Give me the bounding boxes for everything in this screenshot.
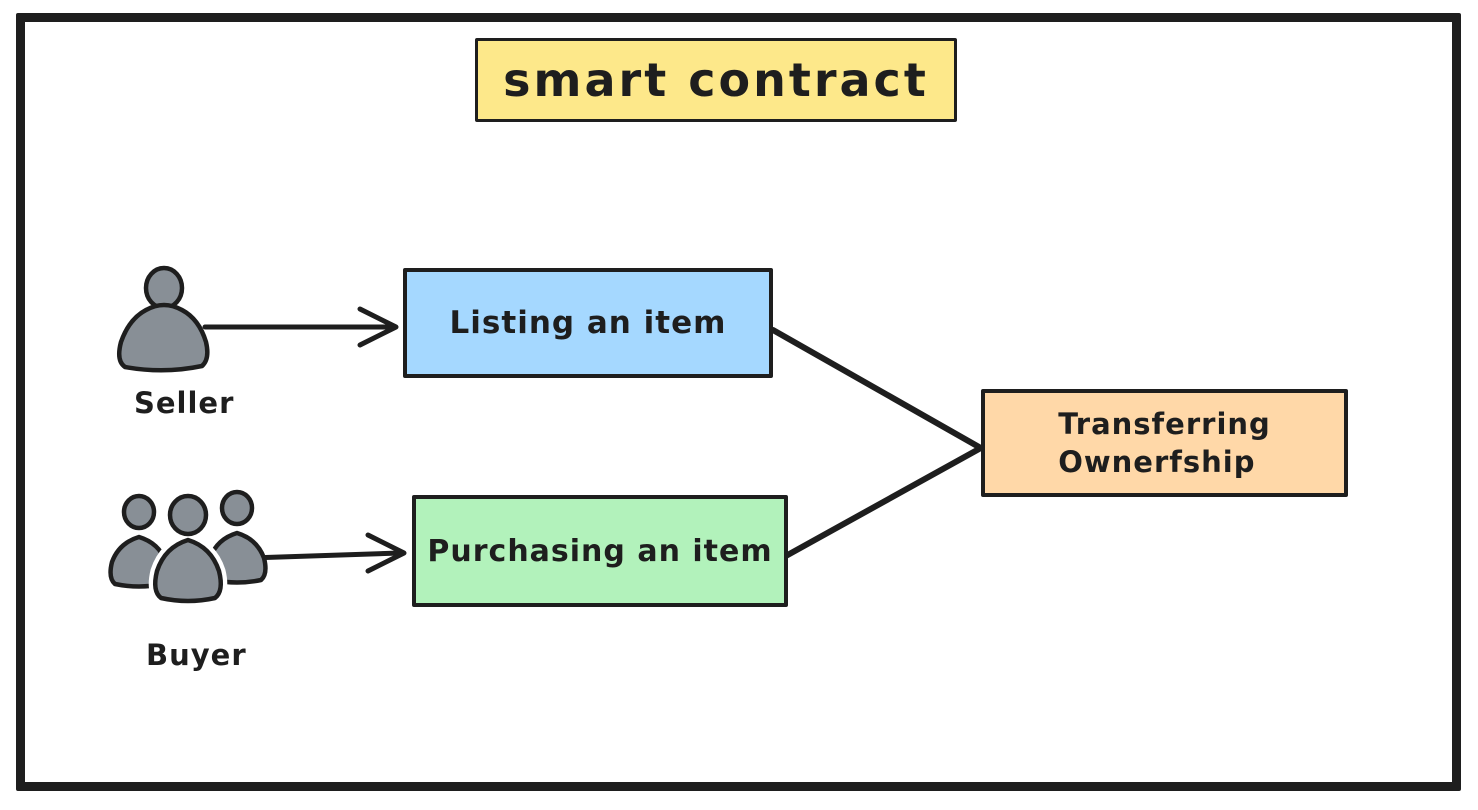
outer-frame: [16, 13, 1461, 791]
person-icon: [116, 265, 210, 373]
transferring-ownership-label: Transferring Ownerfship: [1058, 406, 1271, 479]
seller-label: Seller: [134, 386, 235, 420]
transferring-ownership-node: Transferring Ownerfship: [981, 389, 1348, 497]
purchasing-item-node: Purchasing an item: [412, 495, 788, 607]
listing-item-label: Listing an item: [449, 305, 727, 341]
purchasing-item-label: Purchasing an item: [427, 533, 773, 569]
listing-item-node: Listing an item: [403, 268, 773, 378]
people-group-icon: [108, 489, 268, 608]
title-text: smart contract: [503, 53, 929, 107]
buyer-actor: [106, 484, 272, 608]
seller-actor: [112, 263, 216, 375]
title-box: smart contract: [475, 38, 957, 122]
buyer-label: Buyer: [146, 638, 247, 672]
